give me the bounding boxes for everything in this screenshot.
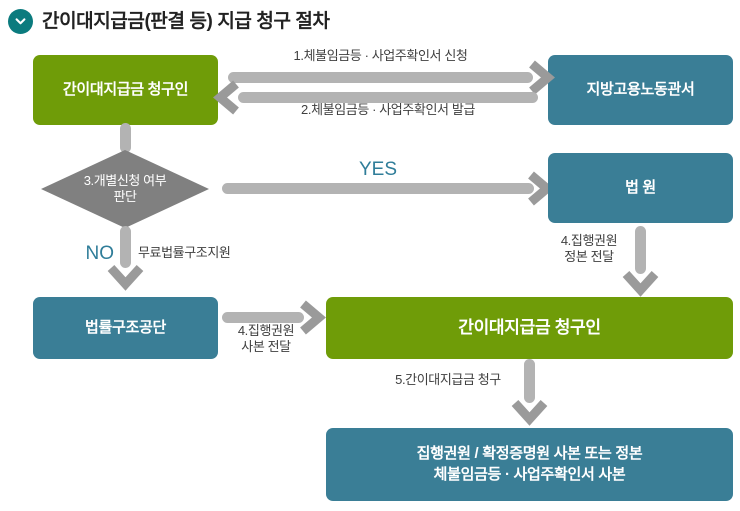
- node-decision-line2: 판단: [113, 189, 137, 204]
- node-documents[interactable]: 집행권원 / 확정증명원 사본 또는 정본 체불임금등 · 사업주확인서 사본: [326, 428, 733, 501]
- arrow-step1-shaft: [228, 72, 533, 83]
- node-labor-office-label: 지방고용노동관서: [586, 80, 695, 98]
- arrow-step4-court-head: [622, 270, 659, 297]
- arrow-step2-head: [213, 80, 239, 115]
- page-title-row: 간이대지급금(판결 등) 지급 청구 절차: [8, 4, 708, 38]
- edge-label-step4-aid-line2: 사본 전달: [241, 339, 291, 355]
- edge-label-step1: 1.체불임금등 · 사업주확인서 신청: [293, 48, 468, 63]
- node-labor-office[interactable]: 지방고용노동관서: [548, 55, 733, 125]
- node-court-label: 법 원: [625, 178, 656, 196]
- node-decision-label: 3.개별신청 여부 판단: [41, 150, 209, 228]
- arrow-no-shaft: [120, 226, 131, 268]
- edge-label-step4-court: 4.집행권원 정본 전달: [545, 233, 633, 266]
- arrow-step4-aid-shaft: [222, 312, 304, 323]
- node-court[interactable]: 법 원: [548, 153, 733, 223]
- arrow-step4-court-shaft: [635, 226, 646, 274]
- edge-label-no: NO: [85, 243, 115, 264]
- arrow-yes-shaft: [222, 183, 534, 194]
- arrow-step5-head: [511, 399, 548, 426]
- node-documents-line2: 체불임금등 · 사업주확인서 사본: [433, 465, 626, 483]
- node-documents-line1: 집행권원 / 확정증명원 사본 또는 정본: [416, 445, 643, 463]
- node-legal-aid[interactable]: 법률구조공단: [33, 297, 218, 359]
- arrow-no-head: [107, 264, 144, 291]
- edge-label-yes: YES: [358, 159, 398, 180]
- arrow-step4-aid-head: [300, 300, 326, 335]
- arrow-step2-shaft: [238, 92, 538, 103]
- chevron-down-circle-icon[interactable]: [8, 8, 33, 34]
- edge-label-step4-court-line2: 정본 전달: [564, 249, 614, 265]
- node-claimant-top[interactable]: 간이대지급금 청구인: [33, 55, 218, 125]
- node-decision[interactable]: 3.개별신청 여부 판단: [41, 150, 209, 228]
- arrow-yes-head: [528, 171, 554, 206]
- node-legal-aid-label: 법률구조공단: [84, 318, 166, 336]
- node-claimant-top-label: 간이대지급금 청구인: [62, 80, 189, 98]
- edge-label-step5: 5.간이대지급금 청구: [395, 372, 501, 387]
- edge-label-step4-aid-line1: 4.집행권원: [237, 323, 295, 338]
- connector-claimant-to-decision: [120, 123, 131, 153]
- edge-label-step4-aid: 4.집행권원 사본 전달: [216, 323, 316, 356]
- edge-label-step4-court-line1: 4.집행권원: [560, 233, 618, 248]
- arrow-step5-shaft: [524, 359, 535, 403]
- page-title: 간이대지급금(판결 등) 지급 청구 절차: [42, 10, 330, 32]
- node-claimant-mid-label: 간이대지급금 청구인: [458, 317, 601, 337]
- edge-label-step2: 2.체불임금등 · 사업주확인서 발급: [301, 102, 475, 117]
- edge-label-free-legal-aid: 무료법률구조지원: [138, 245, 231, 260]
- node-decision-line1: 3.개별신청 여부: [83, 172, 167, 188]
- node-claimant-mid[interactable]: 간이대지급금 청구인: [326, 297, 733, 359]
- arrow-step1-head: [529, 60, 555, 95]
